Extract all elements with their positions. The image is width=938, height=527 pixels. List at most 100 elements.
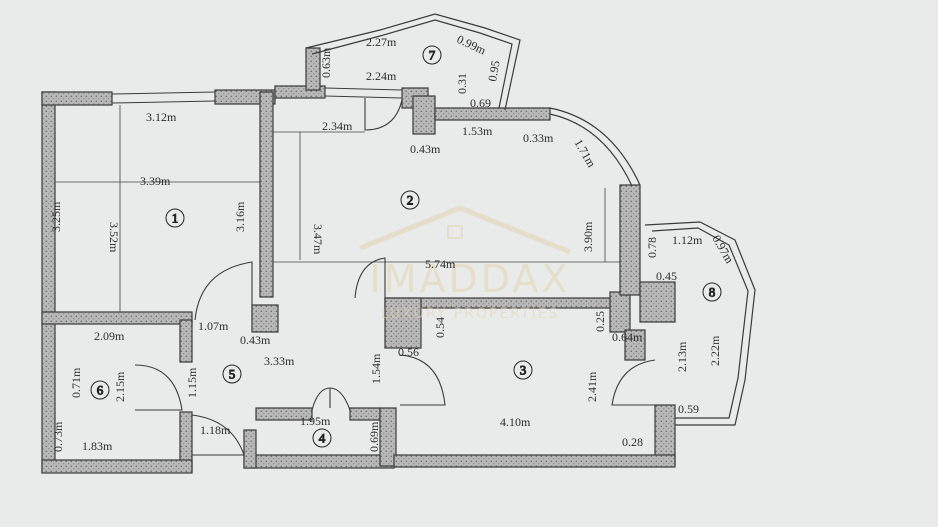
wall-top-room2c [434, 107, 551, 121]
dim-r3-241: 2.41m [585, 371, 599, 402]
dim-r5-107: 1.07m [198, 319, 229, 333]
walls [41, 47, 676, 474]
wall-room4-top-a [255, 407, 313, 421]
dim-r7-top: 2.27m [366, 35, 397, 49]
dim-r8-213: 2.13m [675, 341, 689, 372]
wall-room6-bottom [41, 459, 193, 474]
wall-pillar-054 [384, 297, 422, 349]
svg-text:5: 5 [229, 367, 236, 382]
dim-r2-347: 3.47m [311, 224, 325, 255]
dim-r6-215: 2.15m [113, 371, 127, 402]
dim-r6-183: 1.83m [82, 439, 113, 453]
dim-r3-064: 0.64m [612, 330, 643, 344]
dim-r8-059: 0.59 [678, 402, 699, 416]
wall-room8-connector [639, 281, 676, 323]
windows [111, 87, 403, 104]
wall-room6-right [179, 319, 193, 363]
svg-text:4: 4 [319, 431, 326, 446]
door-room6 [134, 364, 183, 411]
dim-r1-325: 3.25m [49, 201, 63, 232]
door-room5-bottom [191, 414, 245, 456]
wall-room2-right [619, 184, 641, 296]
svg-text:6: 6 [97, 383, 104, 398]
svg-text:8: 8 [709, 285, 716, 300]
wall-pillar-043 [251, 304, 279, 333]
dim-r4-069: 0.69m [367, 421, 381, 452]
dim-r2-574: 5.74m [425, 257, 456, 271]
door-room8 [611, 359, 656, 406]
wall-left [41, 91, 56, 473]
dim-r5-115: 1.15m [185, 367, 199, 398]
svg-text:1: 1 [172, 211, 179, 226]
room-marker-2: 2 [400, 190, 420, 210]
dim-r5-333: 3.33m [264, 354, 295, 368]
dim-r5-043: 0.43m [240, 333, 271, 347]
dim-r7-inner: 2.24m [366, 69, 397, 83]
wall-pillar-025 [609, 291, 631, 333]
watermark-tagline: LUXURY PROPERTIES [381, 306, 560, 322]
watermark: IMADDAX LUXURY PROPERTIES [359, 205, 571, 322]
wall-room1-room2 [259, 91, 274, 298]
wall-room7-left [305, 47, 321, 91]
dim-r2-033: 0.33m [523, 131, 554, 145]
bay-room2-outline [549, 107, 641, 187]
doors [134, 98, 656, 456]
door-room2 [354, 257, 386, 299]
dim-r1-352: 3.52m [107, 222, 121, 253]
dim-r2-234: 2.34m [322, 119, 353, 133]
dim-r5-118: 1.18m [200, 423, 231, 437]
dim-r2-390: 3.90m [581, 221, 595, 252]
watermark-window-icon [447, 225, 463, 239]
watermark-roof-icon [359, 205, 571, 255]
door-room3 [399, 354, 446, 406]
dim-r3-056: 0.56 [398, 345, 419, 359]
dim-r8-078: 0.78 [645, 237, 659, 258]
dim-r6-209: 2.09m [94, 329, 125, 343]
wall-top-room1 [41, 91, 113, 106]
dim-r7-left: 0.63m [319, 47, 333, 78]
room-marker-6: 6 [90, 380, 110, 400]
room-marker-8: 8 [702, 282, 722, 302]
dim-r1-316: 3.16m [233, 201, 247, 232]
dim-r8-112: 1.12m [672, 233, 703, 247]
wall-room5-left-b [243, 429, 257, 469]
dim-r7-031: 0.31 [455, 73, 469, 94]
door-room7 [364, 98, 403, 131]
svg-text:7: 7 [429, 48, 436, 63]
balcony-8-outline [644, 221, 756, 426]
dim-r8-045: 0.45 [656, 269, 677, 283]
dim-r6-071: 0.71m [69, 367, 83, 398]
svg-text:2: 2 [407, 193, 414, 208]
dim-r6-073: 0.73m [51, 421, 65, 452]
dim-r3-025: 0.25 [593, 311, 607, 332]
wall-room3-bottom [393, 454, 676, 468]
dim-r2-043: 0.43m [410, 142, 441, 156]
dim-r8-222: 2.22m [708, 335, 722, 366]
room-marker-7: 7 [422, 45, 442, 65]
room-markers: 1 2 3 4 5 6 7 8 [90, 45, 722, 448]
wall-pillar-top [412, 95, 436, 135]
dim-r3-410: 4.10m [500, 415, 531, 429]
wall-room4-right [379, 407, 397, 467]
dim-r3-028: 0.28 [622, 435, 643, 449]
dim-r5-154: 1.54m [369, 353, 383, 384]
wall-room5-bottom [243, 454, 395, 469]
door-room1 [194, 261, 253, 321]
room-marker-5: 5 [222, 364, 242, 384]
dim-r1-312: 3.12m [146, 110, 177, 124]
room-marker-1: 1 [165, 208, 185, 228]
room-marker-4: 4 [312, 428, 332, 448]
wall-room1-bottom [41, 311, 193, 325]
watermark-brand: IMADDAX [370, 257, 571, 301]
dimension-lines [55, 105, 620, 312]
dim-r4-195: 1.95m [300, 414, 331, 428]
dim-r2-153: 1.53m [462, 124, 493, 138]
wall-room4-top-b [349, 407, 381, 421]
dim-r1-339: 3.39m [140, 174, 171, 188]
dim-r3-054: 0.54 [433, 317, 447, 338]
svg-text:3: 3 [520, 363, 527, 378]
room-marker-3: 3 [513, 360, 533, 380]
dim-r7-069: 0.69 [470, 96, 491, 110]
